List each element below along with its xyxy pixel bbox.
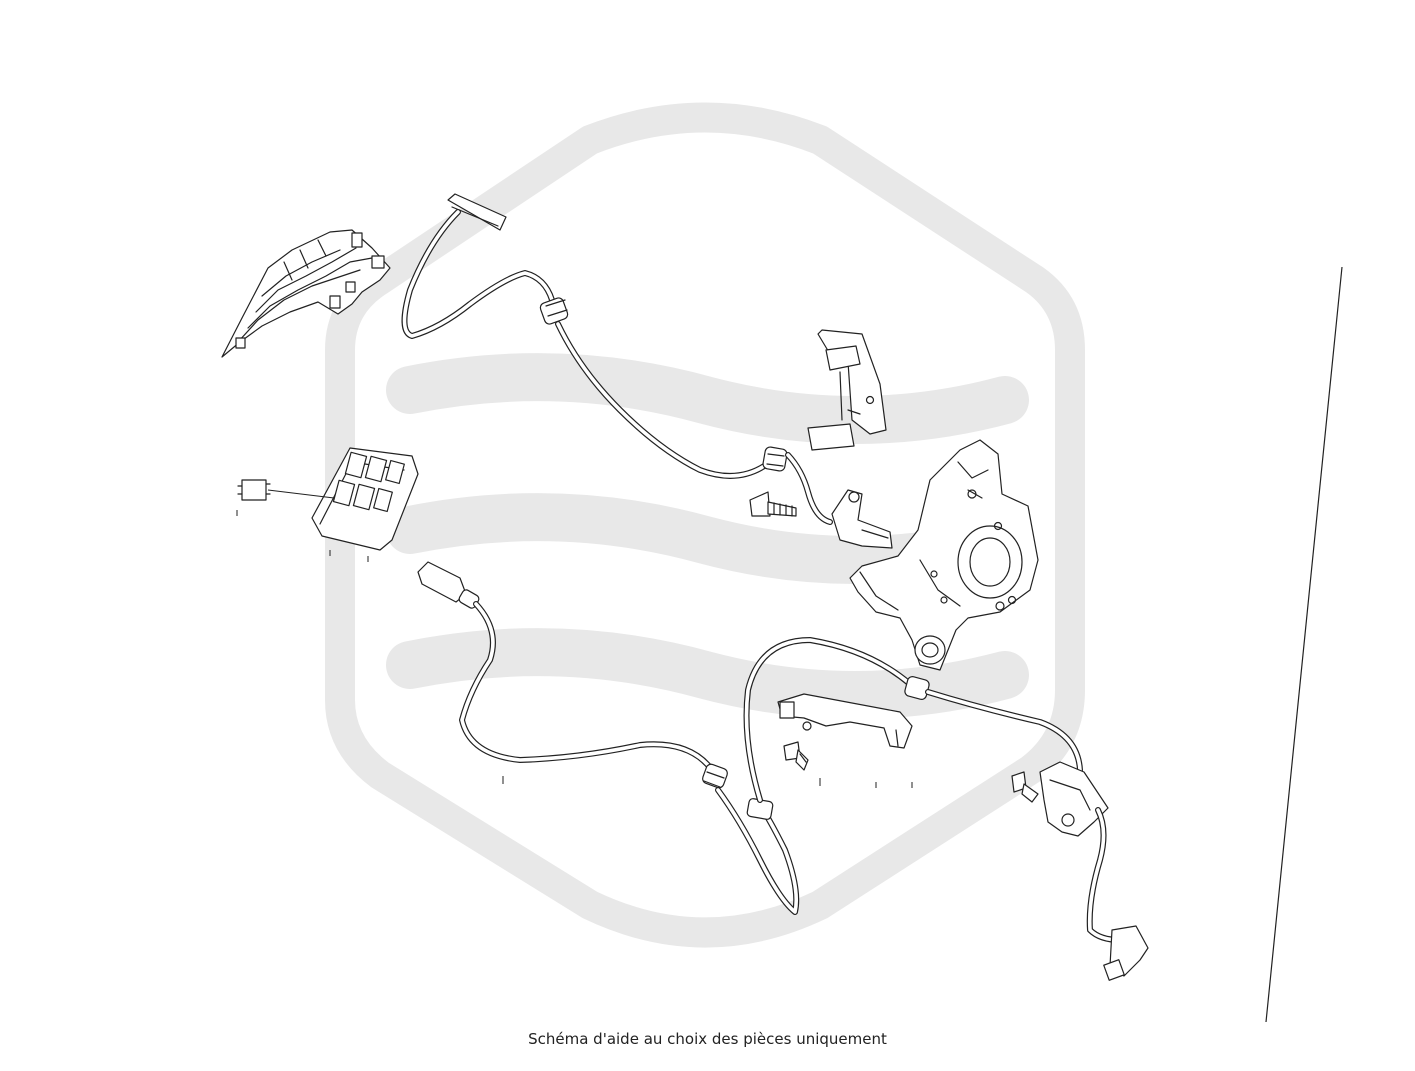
mounting-bracket-upper[interactable] <box>807 329 887 451</box>
rear-wheel-speed-sensor[interactable] <box>1011 761 1149 981</box>
bolt-lower[interactable] <box>783 741 809 771</box>
fuse-relay-box[interactable] <box>267 447 419 551</box>
mounting-bracket-lower[interactable] <box>777 693 913 749</box>
bolt-upper[interactable] <box>749 491 797 517</box>
callout-marks <box>236 510 913 788</box>
upper-sensor-cable[interactable] <box>401 193 833 525</box>
small-clip[interactable] <box>237 479 271 501</box>
steering-knuckle[interactable] <box>849 439 1039 671</box>
page-divider-line <box>1265 266 1343 1023</box>
wheel-speed-sensor[interactable] <box>831 489 893 549</box>
connector-bracket-assembly[interactable] <box>221 229 391 358</box>
diagram-caption: Schéma d'aide au choix des pièces unique… <box>528 1030 887 1048</box>
lower-sensor-cable[interactable] <box>417 561 1083 915</box>
